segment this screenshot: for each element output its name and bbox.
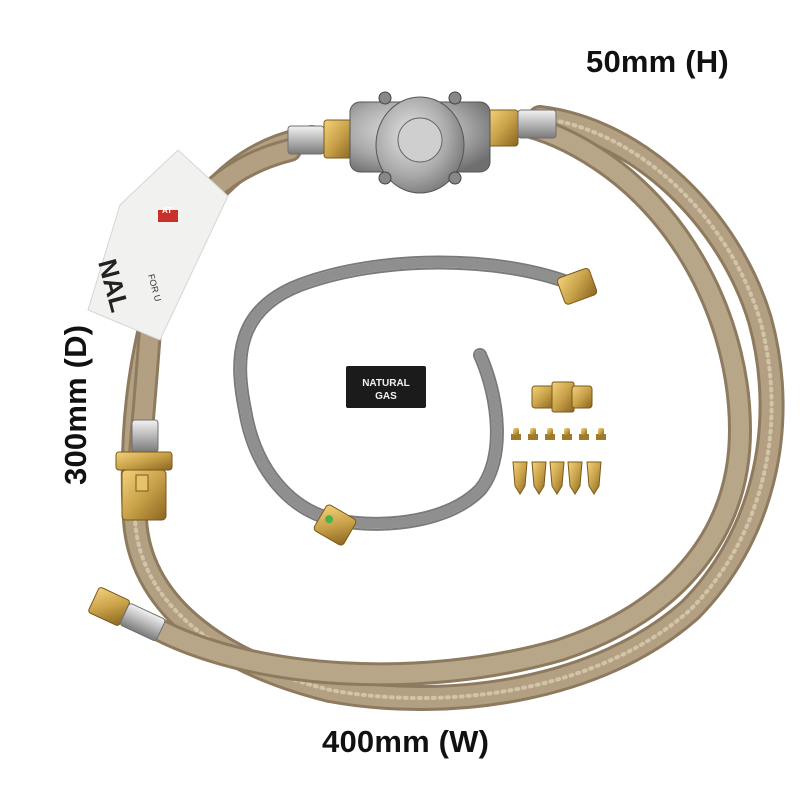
brass-flare-union (531, 381, 593, 413)
sticker-line-1: NATURAL (362, 378, 410, 389)
sticker-line-2: GAS (375, 391, 397, 402)
natural-gas-sticker: NATURAL GAS (346, 366, 426, 408)
width-dimension-label: 400mm (W) (322, 724, 490, 759)
brass-hose-fitting-bottom (88, 587, 166, 641)
gas-regulator (287, 91, 557, 194)
height-dimension-label: 50mm (H) (586, 44, 729, 79)
flex-hose-fitting-top (556, 267, 598, 305)
tag-warning-text: AT (162, 206, 172, 215)
hose-warning-tag: NAL FOR U AT (87, 149, 229, 341)
flex-hose-fitting-bottom (313, 504, 357, 546)
tan-gas-hose (120, 105, 785, 712)
brass-hose-fitting-left (115, 419, 173, 521)
stainless-flex-hose (233, 255, 582, 531)
depth-dimension-label: 300mm (D) (58, 324, 93, 485)
small-brass-jets (511, 428, 606, 440)
large-brass-jets (512, 461, 602, 495)
